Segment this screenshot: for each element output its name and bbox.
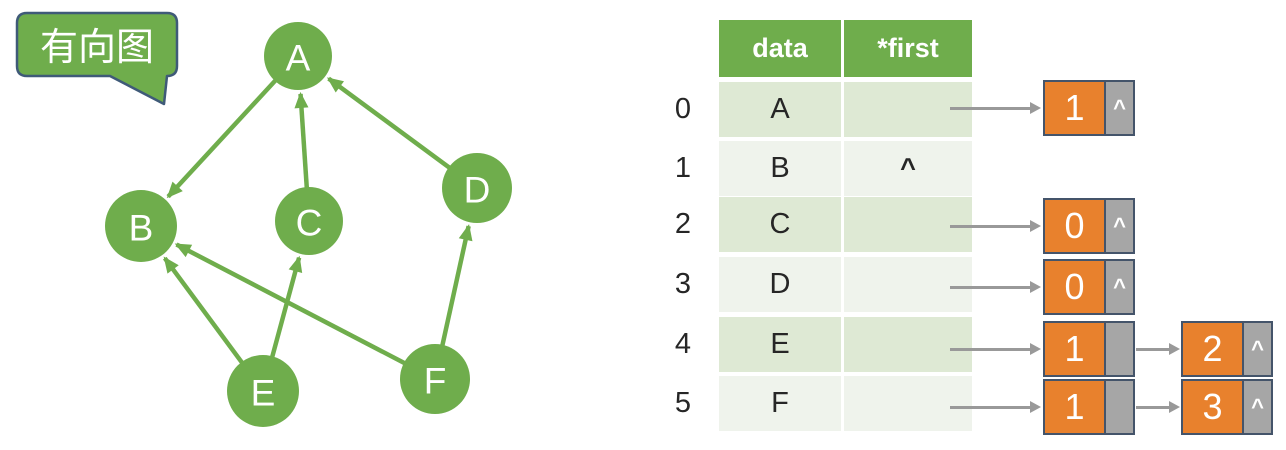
- graph-edge-D-A: [326, 76, 452, 171]
- node-value-cell: 3: [1183, 381, 1244, 433]
- graph-node-B: B: [105, 190, 177, 262]
- list-node: 1: [1043, 321, 1135, 377]
- pointer-arrow: [950, 224, 1030, 228]
- data-cell: F: [719, 376, 841, 431]
- row-index: 2: [674, 208, 692, 240]
- graph-node-label: D: [464, 170, 491, 211]
- data-cell: C: [719, 197, 841, 252]
- list-node: 1^: [1043, 80, 1135, 136]
- node-value-cell: 1: [1045, 381, 1106, 433]
- row-index: 1: [674, 152, 692, 184]
- pointer-arrow: [950, 405, 1030, 409]
- node-next-cell: [1106, 323, 1133, 375]
- row-index: 0: [674, 93, 692, 125]
- graph-edge-E-B: [162, 256, 245, 365]
- graph-node-circle: [400, 344, 470, 414]
- first-cell: [844, 376, 972, 431]
- graph-node-D: D: [442, 153, 512, 223]
- next-arrow: [1136, 347, 1169, 351]
- node-next-cell: ^: [1113, 274, 1126, 299]
- node-value-cell: 1: [1045, 323, 1106, 375]
- graph-node-circle: [264, 22, 332, 90]
- graph-edge-E-C: [269, 255, 303, 359]
- first-cell: [844, 82, 972, 137]
- data-cell: A: [719, 82, 841, 137]
- graph-node-circle: [275, 187, 343, 255]
- pointer-arrow: [950, 106, 1030, 110]
- callout: 有向图: [15, 11, 179, 106]
- graph-node-A: A: [264, 22, 332, 90]
- list-node: 0^: [1043, 198, 1135, 254]
- node-next-cell: ^: [1251, 336, 1264, 361]
- graph-edge-F-D: [439, 224, 473, 348]
- graph-node-circle: [105, 190, 177, 262]
- graph-node-circle: [442, 153, 512, 223]
- list-node: 0^: [1043, 259, 1135, 315]
- node-next-cell: ^: [1113, 95, 1126, 120]
- callout-bubble: [15, 11, 179, 106]
- graph-node-label: A: [286, 38, 311, 79]
- graph-edge-C-A: [294, 91, 310, 190]
- callout-label: 有向图: [40, 27, 154, 69]
- next-arrow: [1136, 405, 1169, 409]
- node-value-cell: 0: [1045, 200, 1106, 252]
- list-node: 1: [1043, 379, 1135, 435]
- graph-edge-F-B: [174, 242, 407, 366]
- row-index: 5: [674, 387, 692, 419]
- graph-edge-A-B: [166, 77, 278, 199]
- node-next-cell: [1106, 381, 1133, 433]
- data-cell: D: [719, 257, 841, 312]
- directed-graph: A B C D E F 有向图: [15, 11, 512, 427]
- first-cell: ^: [844, 141, 972, 196]
- row-index: 3: [674, 268, 692, 300]
- pointer-arrow: [950, 347, 1030, 351]
- data-cell: E: [719, 317, 841, 372]
- node-next-cell: ^: [1251, 394, 1264, 419]
- first-cell: [844, 317, 972, 372]
- data-cell: B: [719, 141, 841, 196]
- graph-node-F: F: [400, 344, 470, 414]
- graph-node-E: E: [227, 355, 299, 427]
- row-index: 4: [674, 328, 692, 360]
- list-node: 3^: [1181, 379, 1273, 435]
- graph-node-circle: [227, 355, 299, 427]
- first-cell: [844, 257, 972, 312]
- table-header-data: data: [719, 20, 841, 77]
- pointer-arrow: [950, 285, 1030, 289]
- node-value-cell: 0: [1045, 261, 1106, 313]
- graph-node-label: E: [251, 373, 276, 414]
- graph-node-label: F: [424, 361, 447, 402]
- node-value-cell: 2: [1183, 323, 1244, 375]
- graph-node-label: C: [296, 203, 323, 244]
- graph-node-label: B: [129, 208, 154, 249]
- table-header-first: *first: [844, 20, 972, 77]
- graph-node-C: C: [275, 187, 343, 255]
- node-value-cell: 1: [1045, 82, 1106, 134]
- list-node: 2^: [1181, 321, 1273, 377]
- node-next-cell: ^: [1113, 213, 1126, 238]
